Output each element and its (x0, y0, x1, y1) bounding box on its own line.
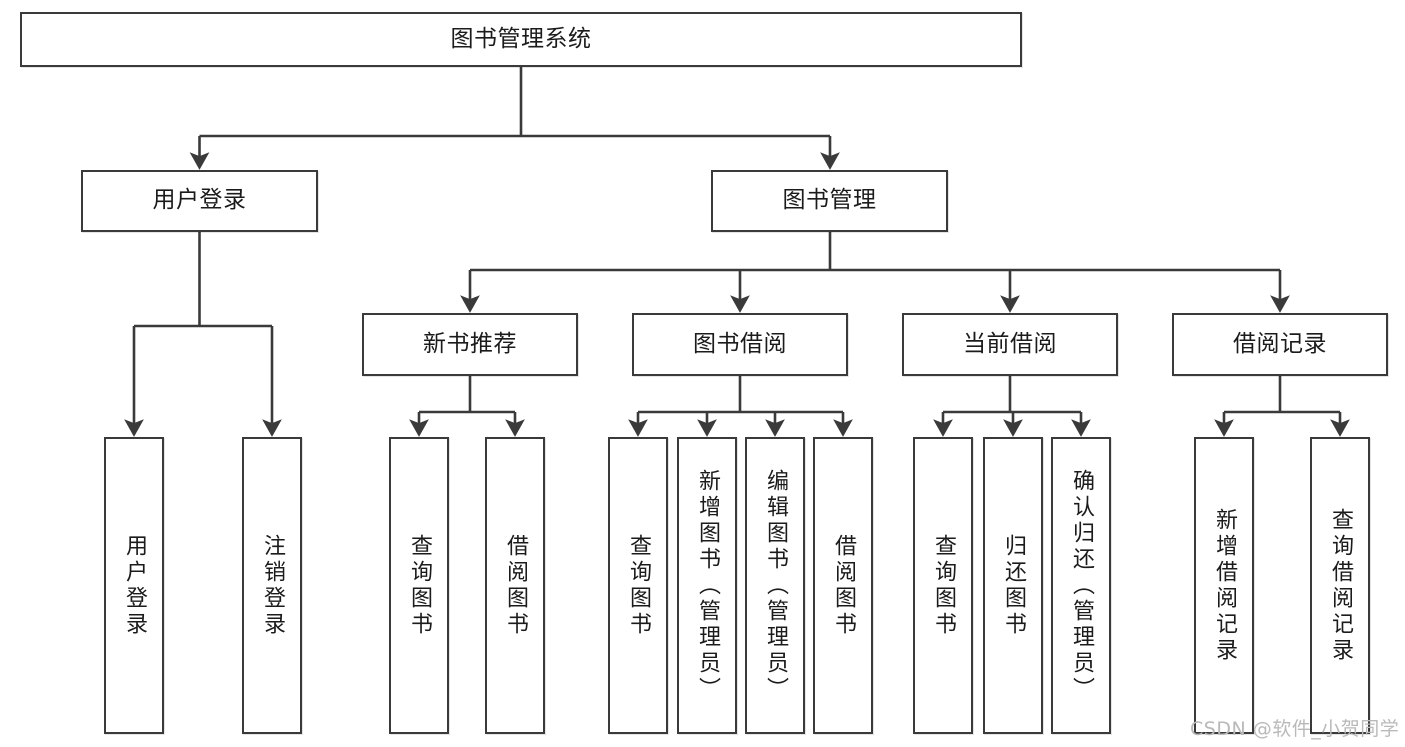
node-user-login[interactable]: 用户登录 (81, 170, 318, 232)
node-leaf-query-record-label: 查询借阅记录 (1328, 507, 1353, 664)
node-borrow-record[interactable]: 借阅记录 (1172, 313, 1388, 376)
node-leaf-query-book-borrow-label: 查询图书 (626, 533, 651, 638)
node-user-login-label: 用户登录 (152, 187, 247, 214)
node-current-borrow[interactable]: 当前借阅 (902, 313, 1118, 376)
node-leaf-borrow-book-label: 借阅图书 (831, 533, 856, 638)
node-new-book-recommend-label: 新书推荐 (423, 330, 517, 357)
node-leaf-return-book-label: 归还图书 (1001, 533, 1026, 638)
node-leaf-confirm-return-label: 确认归还（管理员） (1069, 468, 1094, 703)
node-leaf-add-book-label: 新增图书（管理员） (695, 468, 720, 703)
node-root-label: 图书管理系统 (450, 25, 592, 52)
node-book-manage[interactable]: 图书管理 (711, 170, 948, 232)
node-leaf-query-book-cur-label: 查询图书 (931, 533, 956, 638)
node-leaf-return-book[interactable]: 归还图书 (983, 437, 1043, 734)
node-borrow-record-label: 借阅记录 (1233, 330, 1327, 357)
node-leaf-logout[interactable]: 注销登录 (242, 437, 302, 734)
node-leaf-query-record[interactable]: 查询借阅记录 (1310, 437, 1370, 734)
csdn-watermark: CSDN @软件_小贺同学 (1190, 718, 1400, 740)
node-leaf-borrow-book[interactable]: 借阅图书 (813, 437, 873, 734)
node-leaf-edit-book-label: 编辑图书（管理员） (763, 468, 788, 703)
node-book-borrow[interactable]: 图书借阅 (632, 313, 848, 376)
node-leaf-add-book[interactable]: 新增图书（管理员） (677, 437, 737, 734)
node-leaf-logout-label: 注销登录 (260, 533, 285, 638)
node-leaf-query-book-borrow[interactable]: 查询图书 (608, 437, 668, 734)
node-leaf-user-login[interactable]: 用户登录 (104, 437, 164, 734)
node-leaf-add-record[interactable]: 新增借阅记录 (1194, 437, 1254, 734)
node-root[interactable]: 图书管理系统 (20, 12, 1022, 67)
node-leaf-borrow-book-rec-label: 借阅图书 (503, 533, 528, 638)
node-new-book-recommend[interactable]: 新书推荐 (362, 313, 578, 376)
node-current-borrow-label: 当前借阅 (963, 330, 1057, 357)
node-leaf-user-login-label: 用户登录 (122, 533, 147, 638)
node-leaf-confirm-return[interactable]: 确认归还（管理员） (1051, 437, 1111, 734)
node-book-borrow-label: 图书借阅 (693, 330, 787, 357)
node-leaf-query-book-rec[interactable]: 查询图书 (389, 437, 449, 734)
node-leaf-query-book-rec-label: 查询图书 (407, 533, 432, 638)
node-book-manage-label: 图书管理 (782, 187, 877, 214)
node-leaf-edit-book[interactable]: 编辑图书（管理员） (745, 437, 805, 734)
node-leaf-add-record-label: 新增借阅记录 (1212, 507, 1237, 664)
node-leaf-query-book-cur[interactable]: 查询图书 (913, 437, 973, 734)
node-leaf-borrow-book-rec[interactable]: 借阅图书 (485, 437, 545, 734)
